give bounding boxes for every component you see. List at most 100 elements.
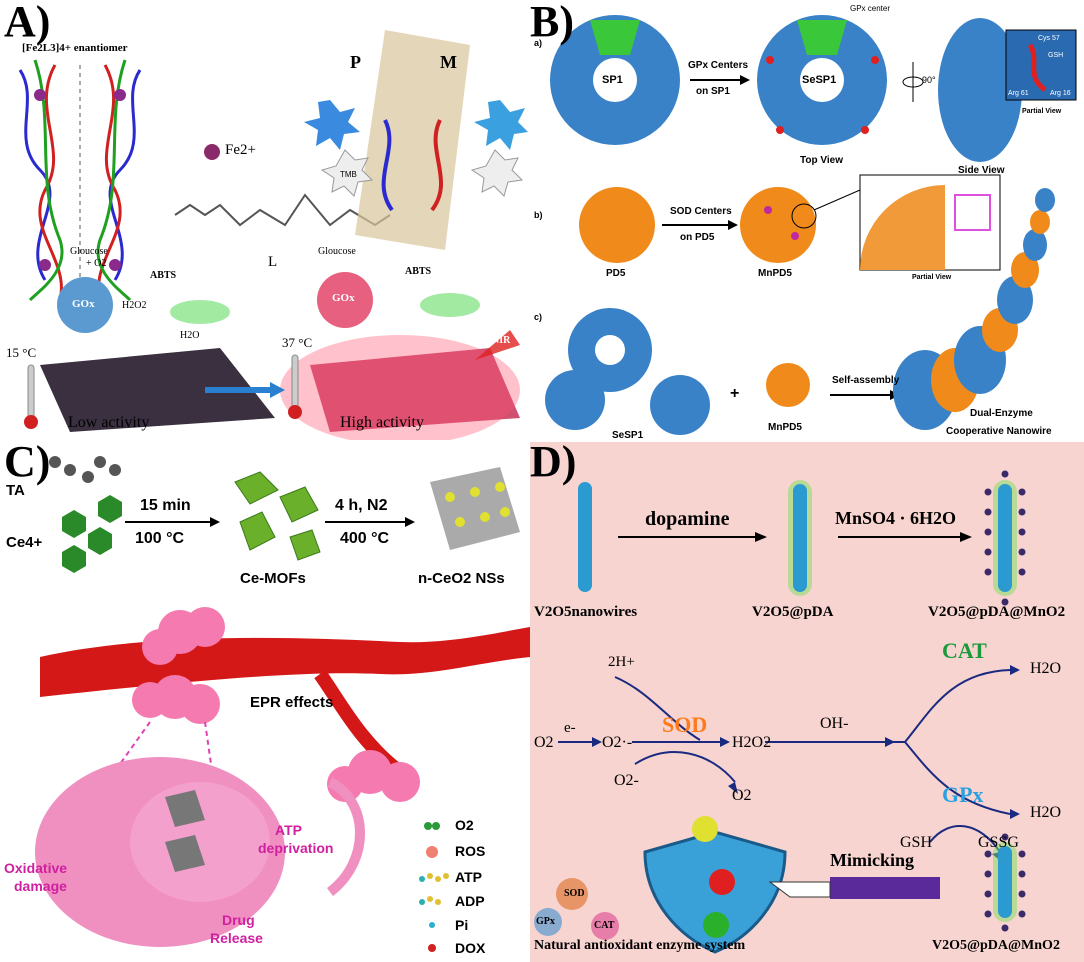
graphene-sheet-high xyxy=(310,348,520,432)
nir-beam xyxy=(475,330,520,360)
panel-c-label: C) xyxy=(4,442,51,486)
self-assembly-label: Self-assembly xyxy=(832,375,900,386)
gox-label-2: GOx xyxy=(332,292,355,304)
rotation-label: 90° xyxy=(922,75,936,85)
sesp1-label: SeSP1 xyxy=(802,74,837,86)
dopamine-label: dopamine xyxy=(645,508,730,530)
nceo2-lattice xyxy=(430,467,520,550)
sod-enzyme-icon xyxy=(556,878,588,910)
oxidative-label-1: Oxidative xyxy=(4,860,68,876)
panel-b: B) a) b) c) SP1 GPx Centers on SP1 GPx c… xyxy=(530,0,1084,440)
h2o2-label: H2O2 xyxy=(732,734,772,751)
tmb-label: TMB xyxy=(340,170,357,179)
dual-enzyme-nanowire xyxy=(893,188,1055,430)
hydroxyl-icon xyxy=(709,869,735,895)
o2-label: + O2 xyxy=(86,258,107,269)
pd5-label: PD5 xyxy=(606,268,626,279)
high-activity-label: High activity xyxy=(340,414,424,431)
abts-label-1: ABTS xyxy=(150,270,177,281)
gpx-small-label: GPx xyxy=(536,916,555,927)
side-view-label: Side View xyxy=(958,165,1005,176)
mnpd5-protein xyxy=(740,187,816,263)
v2o5-pda-mno2-bottom xyxy=(998,846,1012,918)
sesp1-c-2 xyxy=(545,370,605,430)
glucose-label-1: Gloucose xyxy=(70,246,108,257)
enantiomer-left xyxy=(18,59,64,302)
sesp1-c-label: SeSP1 xyxy=(612,430,644,440)
gox-blob-2 xyxy=(317,272,373,328)
low-activity-label: Low activity xyxy=(68,414,150,431)
panel-c-graphic xyxy=(35,456,530,952)
gox-label-1: GOx xyxy=(72,298,95,310)
h2o2-icon xyxy=(703,912,729,938)
panel-b-label: B) xyxy=(530,0,574,46)
tmb-star-right xyxy=(474,100,528,150)
tmb-star-left xyxy=(304,100,360,150)
v2o5-label: V2O5nanowires xyxy=(534,604,638,620)
graphene-sheet-low xyxy=(40,348,275,432)
natural-enzyme-label: Natural antioxidant enzyme system xyxy=(534,938,746,953)
mnpd5-label: MnPD5 xyxy=(758,268,792,279)
fe-ion xyxy=(204,144,220,160)
step2-temp: 400 °C xyxy=(340,530,390,547)
partial-view-label: Partial View xyxy=(1022,108,1062,115)
superoxide-icon xyxy=(692,816,718,842)
ligand-label: L xyxy=(268,254,278,270)
sesp1-c-3 xyxy=(650,375,710,435)
mnpd5-c xyxy=(766,363,810,407)
oxidative-label-2: damage xyxy=(14,878,67,894)
ce-label: Ce4+ xyxy=(6,534,43,551)
panel-a-graphic xyxy=(18,30,528,440)
mnpd5-c-label: MnPD5 xyxy=(768,422,802,433)
enantiomer-label: [Fe2L3]4+ enantiomer xyxy=(22,42,128,54)
abts-label-2: ABTS xyxy=(405,266,432,277)
thermometer-low xyxy=(27,364,35,421)
step1-temp: 100 °C xyxy=(135,530,185,547)
tmb-star-right-2 xyxy=(470,149,524,197)
o2-out-label: O2 xyxy=(732,787,752,804)
ta-molecule xyxy=(49,456,121,483)
gpx-center-label: GPx center xyxy=(850,4,891,13)
h2o-label: H2O xyxy=(180,330,200,341)
ce-mofs-crystal xyxy=(234,471,321,561)
arg61-label: Arg 61 xyxy=(1008,90,1029,97)
drug-release-label-1: Drug xyxy=(222,912,255,928)
enantiomer-right xyxy=(96,59,142,302)
glucose-label-2: Gloucose xyxy=(318,246,356,257)
legend-pi: Pi xyxy=(455,917,469,933)
legend-o2: O2 xyxy=(455,817,474,833)
sp1-label: SP1 xyxy=(602,74,623,86)
ceo2-in-cell-1 xyxy=(165,790,205,827)
h2o2-label: H2O2 xyxy=(122,300,147,311)
reaction-arrows xyxy=(558,669,1011,853)
ce-mofs-label: Ce-MOFs xyxy=(240,570,306,587)
panel-d: D) dopamine MnSO4 · 6H2O V2O5nanowires V… xyxy=(530,442,1084,962)
gox-blob-1 xyxy=(57,277,113,333)
panel-b-graphic xyxy=(545,15,1077,435)
gpx-label: GPx xyxy=(942,782,984,807)
h-plus-label: 2H+ xyxy=(608,654,635,670)
step2-time: 4 h, N2 xyxy=(335,497,388,514)
temp-high-label: 37 °C xyxy=(282,335,313,350)
e-minus-label: e- xyxy=(564,720,576,736)
mnso4-label: MnSO4 · 6H2O xyxy=(835,508,957,528)
side-view-protein xyxy=(938,18,1022,162)
h2o-label-1: H2O xyxy=(1030,660,1062,677)
sod-centers-label: SOD Centers xyxy=(670,206,732,217)
v2o5pdamno2-bottom-label: V2O5@pDA@MnO2 xyxy=(932,938,1060,953)
o2-minus-label: O2- xyxy=(614,772,639,789)
panel-c: C) TA Ce4+ 15 min 100 °C 4 h, N2 400 °C … xyxy=(0,442,530,962)
gsh-label: GSH xyxy=(900,834,933,851)
tmb-star-left-2 xyxy=(320,149,374,197)
ce-hexagons xyxy=(62,495,122,573)
fe-label: Fe2+ xyxy=(225,142,256,158)
legend-dox: DOX xyxy=(455,940,486,956)
tumor-clusters xyxy=(132,607,420,802)
cys-label: Cys 57 xyxy=(1038,35,1060,42)
atp-deprivation-label-1: ATP xyxy=(275,822,302,838)
sub-c-label: c) xyxy=(534,312,543,322)
sub-b-label: b) xyxy=(534,210,543,220)
panel-d-graphic xyxy=(534,470,1026,954)
temp-low-label: 15 °C xyxy=(6,345,37,360)
step1-time: 15 min xyxy=(140,497,191,514)
